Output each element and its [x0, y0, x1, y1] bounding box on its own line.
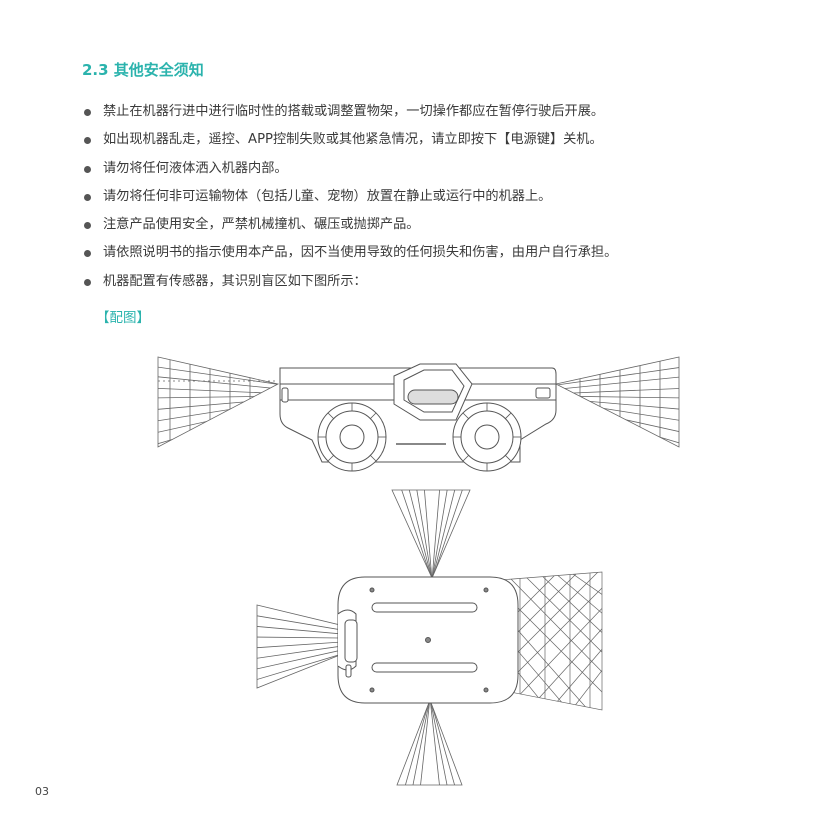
- list-item: 禁止在机器行进中进行临时性的搭载或调整置物架，一切操作都应在暂停行驶后开展。: [82, 98, 617, 126]
- robot-side-icon: [279, 363, 557, 472]
- robot-top-icon: [337, 576, 519, 704]
- wheel-left: [317, 402, 387, 472]
- list-item: 请依照说明书的指示使用本产品，因不当使用导致的任何损失和伤害，由用户自行承担。: [82, 239, 617, 267]
- list-item: 注意产品使用安全，严禁机械撞机、碾压或抛掷产品。: [82, 211, 617, 239]
- safety-list: 禁止在机器行进中进行临时性的搭载或调整置物架，一切操作都应在暂停行驶后开展。 如…: [82, 98, 617, 296]
- side-blind-zone-left: [157, 356, 280, 448]
- top-blind-zone-front: [391, 489, 471, 579]
- list-item: 请勿将任何液体洒入机器内部。: [82, 155, 617, 183]
- side-blind-zone-right: [554, 356, 680, 448]
- list-item: 如出现机器乱走，遥控、APP控制失败或其他紧急情况，请立即按下【电源键】关机。: [82, 126, 617, 154]
- wheel-right: [452, 402, 522, 472]
- page-number: 03: [35, 785, 49, 798]
- section-title: 2.3 其他安全须知: [82, 61, 204, 79]
- top-blind-zone-back: [396, 698, 463, 786]
- list-item: 请勿将任何非可运输物体（包括儿童、宠物）放置在静止或运行中的机器上。: [82, 183, 617, 211]
- list-item: 机器配置有传感器，其识别盲区如下图所示：: [82, 268, 617, 296]
- top-blind-zone-left: [256, 604, 341, 689]
- figure-label: 【配图】: [96, 310, 150, 326]
